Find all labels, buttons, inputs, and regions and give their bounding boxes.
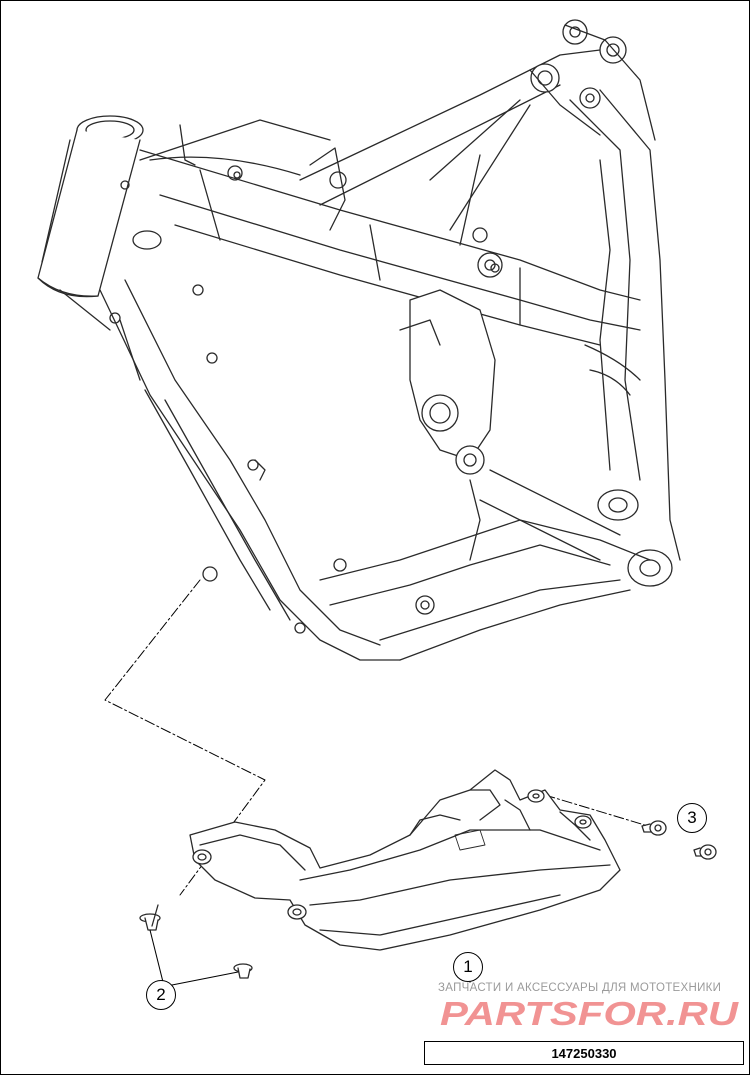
callout-2: 2 (146, 980, 176, 1010)
front-downtubes (59, 279, 401, 661)
document-number: 147250330 (424, 1041, 744, 1065)
callout-2-leader-a (149, 929, 164, 983)
rear-mount-lugs (529, 19, 656, 141)
bolt-front (139, 904, 161, 931)
upper-rear-tubes (139, 49, 601, 246)
callout-3: 3 (677, 803, 707, 833)
engine-mount-plate (399, 252, 503, 475)
watermark-subtitle: ЗАПЧАСТИ И АКСЕССУАРЫ ДЛЯ МОТОТЕХНИКИ (438, 982, 722, 994)
lower-cradle (319, 469, 651, 661)
callout-1: 1 (453, 952, 483, 982)
right-downtube (569, 89, 681, 587)
svg-text:PARTSFOR.RU: PARTSFOR.RU (440, 996, 739, 1030)
bolt-lower (233, 963, 253, 979)
watermark-logo: PARTSFOR.RU (440, 996, 739, 1030)
steering-head-tube (37, 115, 144, 298)
motorcycle-frame (37, 19, 681, 661)
rubber-bushing-lower (693, 844, 717, 860)
rubber-bushing-upper (641, 820, 667, 836)
skid-plate (189, 769, 621, 951)
upper-main-beam (139, 149, 641, 346)
callout-2-leader-b (171, 971, 239, 986)
frame-tabs (120, 124, 500, 471)
assembly-dashline-rear (544, 794, 649, 827)
